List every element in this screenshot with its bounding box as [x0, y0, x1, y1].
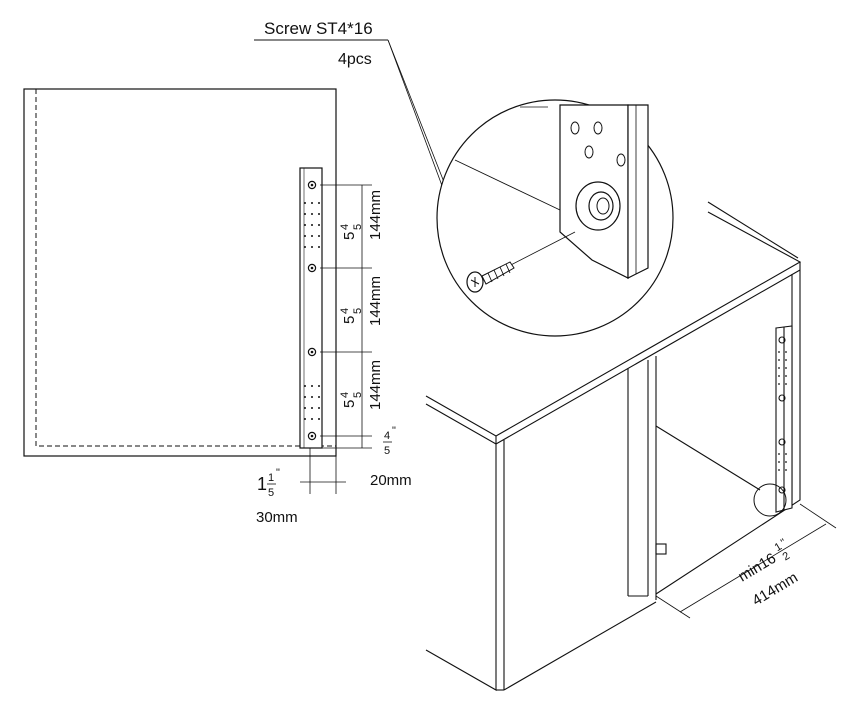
- cabinet-top: [425, 211, 802, 437]
- side-whole: 1: [257, 474, 267, 494]
- depth-frac-den: 2: [781, 550, 792, 563]
- spacing-mm-1: 144mm: [367, 190, 384, 240]
- edge-mm-label: 20mm: [370, 472, 412, 489]
- spacing-whole: 5: [341, 232, 358, 240]
- side-frac-den: 5: [268, 487, 274, 499]
- spacing-mm-3: 144mm: [367, 360, 384, 410]
- detail-magnifier: [436, 99, 674, 337]
- depth-inch-mark: ": [779, 537, 789, 549]
- spacing-frac-den: 5: [352, 308, 364, 314]
- spacing-whole: 5: [341, 316, 358, 324]
- front-view-panel: 4 5 5 144mm 4 5 5 144mm 4 5 5 144mm 4 5 …: [23, 88, 412, 526]
- spacing-label-3: 4 5 5: [339, 392, 364, 408]
- spacing-whole: 5: [341, 400, 358, 408]
- screw-icon: [466, 231, 576, 293]
- cabinet-rail: [775, 325, 793, 513]
- spacing-label-1: 4 5 5: [339, 224, 364, 240]
- edge-inch-mark: ": [392, 425, 396, 437]
- side-offset-label: 1 1 5 ": [257, 467, 280, 499]
- cabinet-front-side: [425, 444, 497, 691]
- screw-qty-label: 4pcs: [338, 51, 372, 68]
- front-dimension-lines: [300, 184, 372, 494]
- spacing-frac-num: 4: [339, 308, 351, 314]
- edge-frac-num: 4: [384, 430, 390, 442]
- cabinet-isometric: [425, 201, 837, 691]
- spacing-frac-num: 4: [339, 224, 351, 230]
- spacing-mm-2: 144mm: [367, 276, 384, 326]
- edge-offset-label: 4 5 ": [383, 425, 396, 457]
- cabinet-detail-marker: [753, 483, 787, 517]
- depth-frac-num: 1: [773, 541, 784, 554]
- spacing-frac-num: 4: [339, 392, 351, 398]
- panel-outline: [23, 88, 337, 457]
- rail-strip: [299, 167, 323, 449]
- cabinet-right-side: [655, 270, 801, 595]
- edge-frac-den: 5: [384, 445, 390, 457]
- depth-dimension-lines: [655, 503, 837, 619]
- bracket-plate: [559, 104, 649, 279]
- spacing-frac-den: 5: [352, 392, 364, 398]
- spacing-frac-den: 5: [352, 224, 364, 230]
- screw-name-label: Screw ST4*16: [264, 19, 373, 38]
- side-frac-num: 1: [268, 472, 274, 484]
- side-mm-label: 30mm: [256, 509, 298, 526]
- panel-inner-dashed-edge: [35, 89, 336, 447]
- rail-holes: [304, 180, 320, 441]
- side-inch-mark: ": [276, 467, 280, 479]
- spacing-label-2: 4 5 5: [339, 308, 364, 324]
